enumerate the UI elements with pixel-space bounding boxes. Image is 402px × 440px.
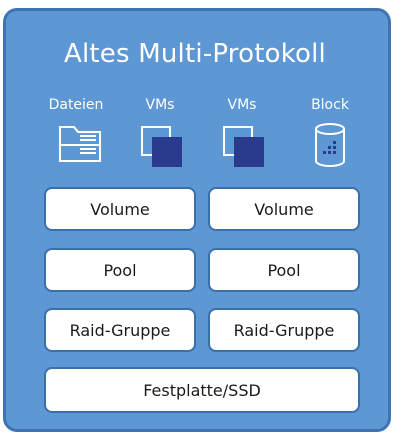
icon-label-dateien: Dateien	[48, 97, 104, 113]
icon-label-block: Block	[311, 97, 349, 113]
vm-icon	[223, 126, 264, 167]
volume-box-left: Volume	[44, 187, 196, 231]
pool-label: Pool	[267, 260, 301, 280]
volume-label: Volume	[254, 199, 314, 219]
pool-box-right: Pool	[208, 248, 360, 292]
raid-group-label: Raid-Gruppe	[233, 320, 335, 340]
raid-group-label: Raid-Gruppe	[69, 320, 171, 340]
disk-box: Festplatte/SSD	[44, 367, 360, 413]
raid-group-box-right: Raid-Gruppe	[208, 308, 360, 352]
multi-protocol-panel: Altes Multi-Protokoll Dateien VMs VMs Bl…	[3, 8, 391, 432]
raid-group-box-left: Raid-Gruppe	[44, 308, 196, 352]
file-folder-icon	[59, 126, 101, 162]
pool-label: Pool	[103, 260, 137, 280]
volume-box-right: Volume	[208, 187, 360, 231]
diagram-title: Altes Multi-Protokoll	[64, 39, 326, 69]
pool-box-left: Pool	[44, 248, 196, 292]
icon-label-vms-2: VMs	[227, 97, 257, 113]
volume-label: Volume	[90, 199, 150, 219]
vm-icon	[141, 126, 182, 167]
disk-label: Festplatte/SSD	[143, 380, 261, 400]
icon-label-vms-1: VMs	[145, 97, 175, 113]
block-storage-icon	[315, 123, 345, 167]
